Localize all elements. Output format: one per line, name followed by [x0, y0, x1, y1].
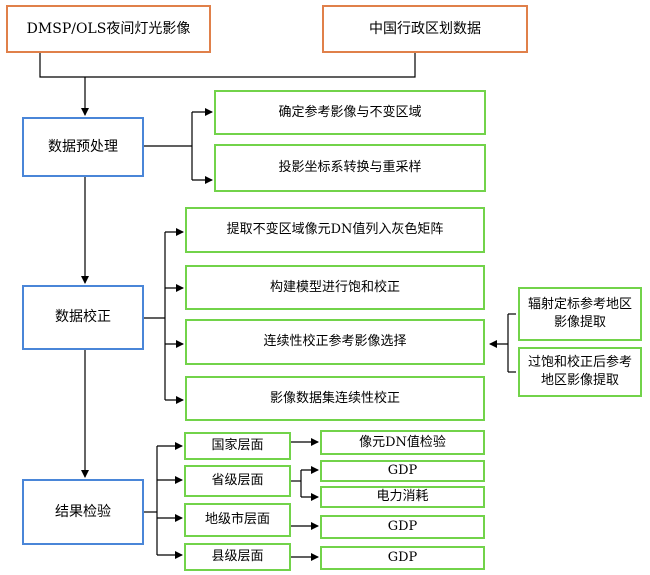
stage-preprocess-box: 数据预处理 — [22, 117, 144, 177]
check-pixel-dn-label: 像元DN值检验 — [359, 434, 446, 450]
stage-preprocess-label: 数据预处理 — [48, 138, 118, 155]
ref-desaturated-label: 过饱和校正后参考地区影像提取 — [527, 355, 632, 388]
source-dmsp-ols-box: DMSP/OLS夜间灯光影像 — [6, 5, 211, 53]
step-saturation-model-label: 构建模型进行饱和校正 — [269, 279, 400, 295]
step-extract-dn-box: 提取不变区域像元DN值列入灰色矩阵 — [185, 207, 485, 253]
ref-radiometric-label: 辐射定标参考地区影像提取 — [527, 297, 632, 330]
step-reference-region-label: 确定参考影像与不变区域 — [278, 104, 422, 120]
stage-correction-box: 数据校正 — [22, 285, 144, 350]
check-county-gdp-label: GDP — [387, 550, 418, 566]
level-provincial-label: 省级层面 — [211, 473, 264, 489]
ref-desaturated-box: 过饱和校正后参考地区影像提取 — [518, 347, 642, 397]
step-continuity-correction-label: 影像数据集连续性校正 — [269, 390, 400, 406]
step-reference-selection-box: 连续性校正参考影像选择 — [185, 319, 485, 365]
level-prefecture-label: 地级市层面 — [204, 512, 270, 528]
source-admin-division-label: 中国行政区划数据 — [369, 20, 481, 37]
step-projection-resample-box: 投影坐标系转换与重采样 — [214, 144, 486, 192]
stage-validation-label: 结果检验 — [55, 503, 111, 520]
level-national-box: 国家层面 — [184, 432, 291, 460]
level-national-label: 国家层面 — [211, 438, 264, 454]
check-provincial-power-label: 电力消耗 — [376, 489, 429, 505]
source-dmsp-ols-label: DMSP/OLS夜间灯光影像 — [26, 20, 191, 37]
stage-validation-box: 结果检验 — [22, 479, 144, 545]
step-saturation-model-box: 构建模型进行饱和校正 — [185, 265, 485, 310]
check-pixel-dn-box: 像元DN值检验 — [320, 430, 485, 455]
step-projection-resample-label: 投影坐标系转换与重采样 — [278, 160, 422, 176]
step-continuity-correction-box: 影像数据集连续性校正 — [185, 376, 485, 421]
connector-sources-merge — [39, 53, 416, 78]
check-provincial-power-box: 电力消耗 — [320, 486, 485, 508]
level-county-label: 县级层面 — [211, 549, 264, 565]
step-reference-selection-label: 连续性校正参考影像选择 — [263, 334, 407, 350]
level-prefecture-box: 地级市层面 — [184, 503, 291, 537]
ref-radiometric-box: 辐射定标参考地区影像提取 — [518, 287, 642, 341]
check-prefecture-gdp-box: GDP — [320, 515, 485, 539]
level-provincial-box: 省级层面 — [184, 465, 291, 497]
check-provincial-gdp-box: GDP — [320, 460, 485, 482]
check-prefecture-gdp-label: GDP — [387, 519, 418, 535]
check-provincial-gdp-label: GDP — [387, 463, 418, 479]
check-county-gdp-box: GDP — [320, 546, 485, 570]
source-admin-division-box: 中国行政区划数据 — [322, 5, 528, 53]
stage-correction-label: 数据校正 — [55, 309, 111, 326]
step-extract-dn-label: 提取不变区域像元DN值列入灰色矩阵 — [226, 222, 444, 238]
level-county-box: 县级层面 — [184, 543, 291, 571]
step-reference-region-box: 确定参考影像与不变区域 — [214, 90, 486, 135]
